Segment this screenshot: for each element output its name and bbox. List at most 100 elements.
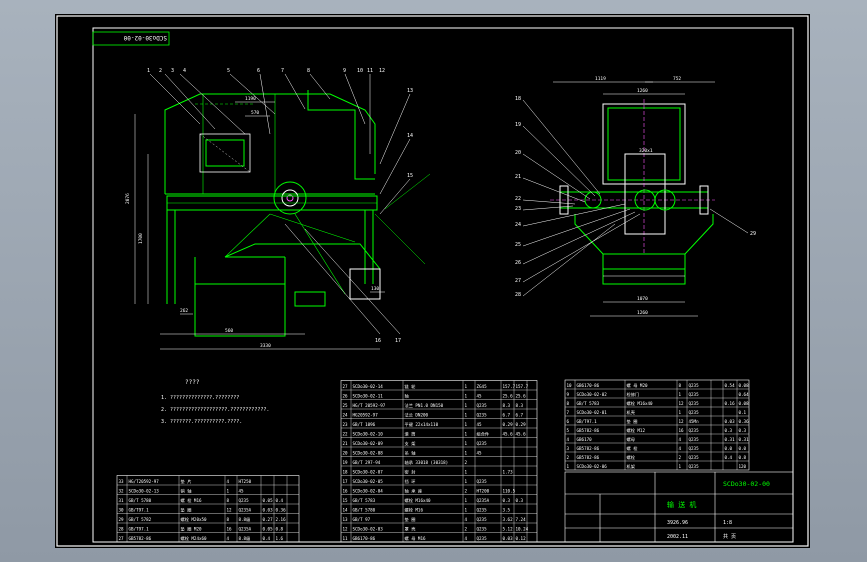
callout-20: 20: [515, 150, 521, 156]
bom-mid-cell: 2: [465, 527, 468, 532]
stamp-box: [92, 31, 170, 46]
title-sheet: 共 页: [723, 533, 736, 540]
bom-mid-cell: 45.6: [516, 432, 527, 437]
bom-mid-cell: GB/T 297-94: [353, 460, 381, 465]
dim-small: 130: [371, 286, 379, 292]
callout-13: 13: [407, 88, 413, 94]
bom-left-cell: 垫 片: [181, 478, 192, 485]
bom-mid-cell: 1.73: [503, 470, 514, 475]
side-dim-bottom1: 1070: [637, 296, 648, 302]
bom-right-cell: 12: [679, 401, 685, 406]
title-weight: 3926.96: [667, 520, 688, 526]
bom-mid-cell: Q235: [477, 527, 488, 532]
bom-mid-cell: 1: [465, 413, 468, 418]
title-date: 2002.11: [667, 534, 688, 540]
bom-mid-cell: 支 架: [405, 440, 416, 447]
bom-mid-cell: 45: [477, 394, 483, 399]
bom-left-cell: 0.03: [263, 508, 274, 513]
bom-left-cell: 28: [119, 527, 125, 532]
bom-right-cell: 螺 母 M20: [627, 382, 648, 389]
bom-left-cell: GB/T 5782: [129, 517, 152, 522]
bom-mid-cell: 8.3: [503, 403, 511, 408]
bom-mid-cell: Q235: [477, 517, 488, 522]
bom-left-cell: 螺栓 M20x50: [181, 516, 208, 523]
bom-right-cell: Q235: [689, 446, 700, 451]
notes-line-1: 1. ??????????????.????????: [161, 395, 239, 401]
bom-left-cell: Q235A: [239, 527, 252, 532]
drawing-canvas[interactable]: SCDo30-02-00: [55, 14, 810, 548]
title-scale: 1:8: [723, 520, 732, 526]
bom-right-cell: 120: [739, 464, 747, 469]
bom-left-cell: 0.05: [263, 498, 274, 503]
bom-mid-cell: 25: [343, 403, 349, 408]
dim-bottom2: 3330: [260, 343, 271, 349]
callout-2: 2: [159, 68, 162, 74]
bom-right-cell: Q235: [689, 464, 700, 469]
bom-left-cell: 8.8级: [239, 535, 252, 542]
bom-right-cell: GB5782-86: [577, 446, 600, 451]
bom-right-cell: 1: [567, 464, 570, 469]
bom-left-cell: 16: [227, 527, 233, 532]
bom-right-cell: SCDo30-02-06: [577, 464, 608, 469]
bom-left-cell: 31: [119, 498, 125, 503]
side-dim-center: 320x1: [639, 148, 653, 154]
bom-mid-cell: GB6170-86: [353, 536, 376, 541]
bom-mid-cell: 2: [465, 489, 468, 494]
title-name: 输 送 机: [667, 500, 696, 509]
bom-mid-cell: 轴 承 座: [405, 488, 423, 495]
bom-right-cell: 0.03: [725, 419, 736, 424]
bom-right-cell: SCDo30-02-01: [577, 410, 608, 415]
bom-left-cell: 8.8级: [239, 516, 252, 523]
bom-left-cell: 33: [119, 479, 125, 484]
bom-mid-cell: 平键 22x14x110: [405, 421, 439, 428]
bom-mid-cell: 1: [465, 441, 468, 446]
bom-left-cell: 0.8: [276, 527, 284, 532]
callout-7: 7: [281, 68, 284, 74]
front-view: [164, 90, 431, 337]
bom-mid-cell: 110.5: [503, 489, 516, 494]
callout-3: 3: [171, 68, 174, 74]
bom-mid-cell: SCDo30-02-14: [353, 384, 384, 389]
callout-12: 12: [379, 68, 385, 74]
bom-mid-cell: 1: [465, 403, 468, 408]
bom-mid-cell: 7.24: [516, 517, 527, 522]
bom-right-cell: Q235: [689, 392, 700, 397]
callout-11: 11: [367, 68, 373, 74]
bom-mid-cell: 吊 轴: [405, 450, 416, 457]
bom-right-cell: 9: [567, 392, 570, 397]
callout-9: 9: [343, 68, 346, 74]
bom-left-cell: 12: [227, 508, 233, 513]
bom-left-cell: 29: [119, 517, 125, 522]
outer-frame: [56, 15, 809, 547]
bom-right-cell: 5: [567, 428, 570, 433]
callout-16: 16: [375, 338, 381, 344]
bom-mid-cell: 23: [343, 422, 349, 427]
bom-left-cell: 垫 圈 M20: [181, 526, 202, 533]
bom-left-cell: 30: [119, 508, 125, 513]
bom-mid-cell: HG/T 20592-97: [353, 403, 386, 408]
side-dim-bottom2: 1260: [637, 310, 648, 316]
bom-mid-cell: GB/T 1096: [353, 422, 376, 427]
bom-right-cell: 螺母: [627, 436, 635, 443]
bom-right-cell: 机架: [627, 463, 635, 470]
bom-mid-cell: SCDo30-02-03: [353, 527, 384, 532]
bom-right-cell: 0.3: [725, 428, 733, 433]
callout-14: 14: [407, 133, 413, 139]
bom-mid-cell: GB/T 5780: [353, 508, 376, 513]
bom-mid-cell: Q235: [477, 413, 488, 418]
bom-right-cell: Q235: [689, 455, 700, 460]
bom-right-cell: 1: [679, 392, 682, 397]
bom-left-frame: [116, 475, 300, 543]
title-block: [564, 471, 794, 543]
bom-right-cell: 螺 栓: [627, 445, 639, 452]
bom-mid-cell: 26: [343, 394, 349, 399]
bom-right-cell: GB5782-86: [577, 455, 600, 460]
bom-left-cell: 0.27: [263, 517, 274, 522]
bom-mid-cell: 11: [343, 536, 349, 541]
bom-mid-cell: SCDo30-02-05: [353, 479, 384, 484]
bom-mid-cell: 157.7: [503, 384, 516, 389]
bom-right-cell: 0.3: [739, 428, 747, 433]
bom-left-cell: 销 轴: [181, 488, 192, 495]
bom-right-cell: 垫 圈: [627, 418, 638, 425]
